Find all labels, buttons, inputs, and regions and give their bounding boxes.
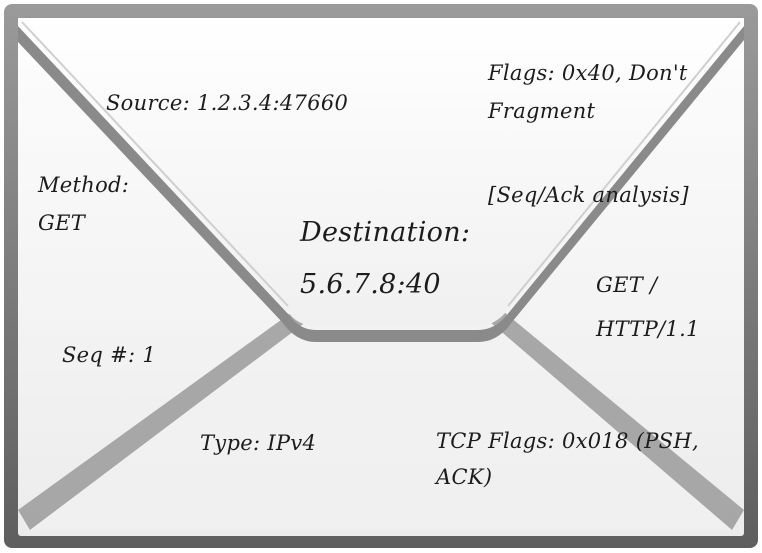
type-label: Type: IPv4 [200, 431, 317, 455]
seq-label: Seq #: 1 [62, 343, 157, 367]
seq-ack-label: [Seq/Ack analysis] [488, 183, 689, 207]
flags-label-line1: Flags: 0x40, Don't [488, 61, 688, 85]
lower-left-fold [18, 312, 306, 530]
method-label-line2: GET [38, 211, 86, 235]
tcp-flags-label-line1: TCP Flags: 0x018 (PSH, [436, 429, 699, 453]
flap-shadow [18, 26, 744, 342]
request-label-line2: HTTP/1.1 [596, 317, 700, 341]
flags-label-line2: Fragment [488, 99, 596, 123]
source-label: Source: 1.2.3.4:47660 [106, 91, 349, 115]
destination-label-line2: 5.6.7.8:40 [300, 269, 441, 300]
tcp-flags-label-line2: ACK) [436, 465, 493, 489]
destination-label-line1: Destination: [300, 217, 471, 248]
request-label-line1: GET / [596, 273, 658, 297]
method-label-line1: Method: [38, 173, 130, 197]
lower-right-fold [490, 312, 744, 530]
envelope-flap [18, 18, 744, 326]
